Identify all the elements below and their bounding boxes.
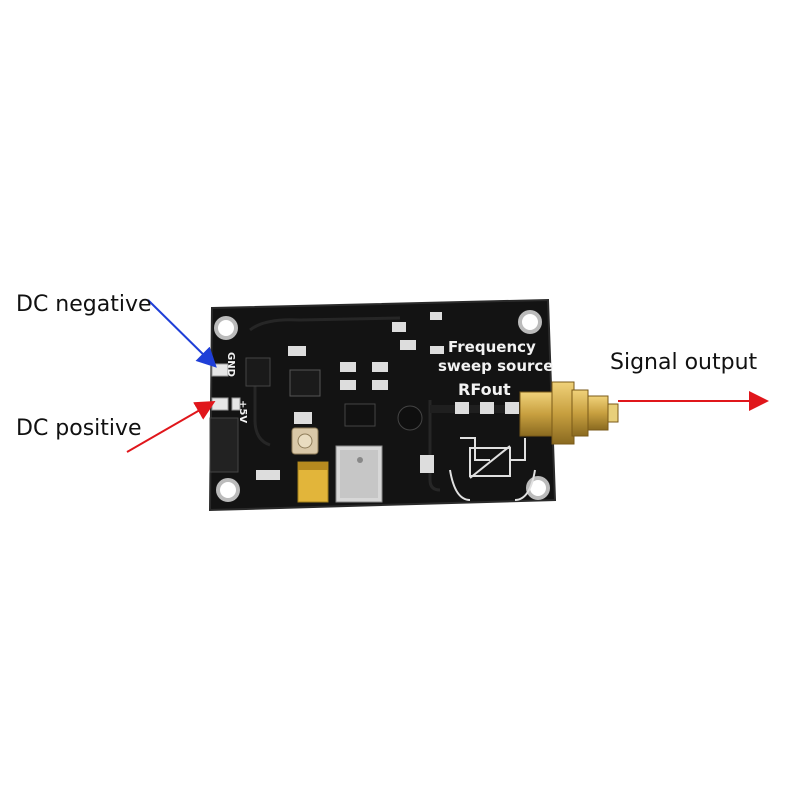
plus5v-label: +5V — [237, 400, 248, 424]
gnd-label: GND — [225, 352, 236, 377]
mounting-holes — [214, 310, 550, 502]
oscillator-module — [335, 445, 383, 503]
dc-negative-label: DC negative — [16, 292, 152, 317]
board-title-line2: sweep source — [438, 357, 554, 375]
signal-output-label: Signal output — [610, 350, 758, 375]
dc-positive-label: DC positive — [16, 416, 142, 441]
rf-trace — [430, 402, 540, 414]
tantalum-capacitor — [297, 461, 329, 503]
board-title-line1: Frequency — [448, 338, 536, 356]
rf-out-label: RFout — [458, 380, 511, 399]
smd-components — [209, 312, 444, 480]
dc-negative-arrow — [147, 299, 217, 368]
trimmer-potentiometer — [291, 427, 319, 455]
filter-symbol — [449, 437, 536, 501]
sma-connector — [519, 381, 619, 445]
dc-positive-arrow — [126, 401, 216, 453]
